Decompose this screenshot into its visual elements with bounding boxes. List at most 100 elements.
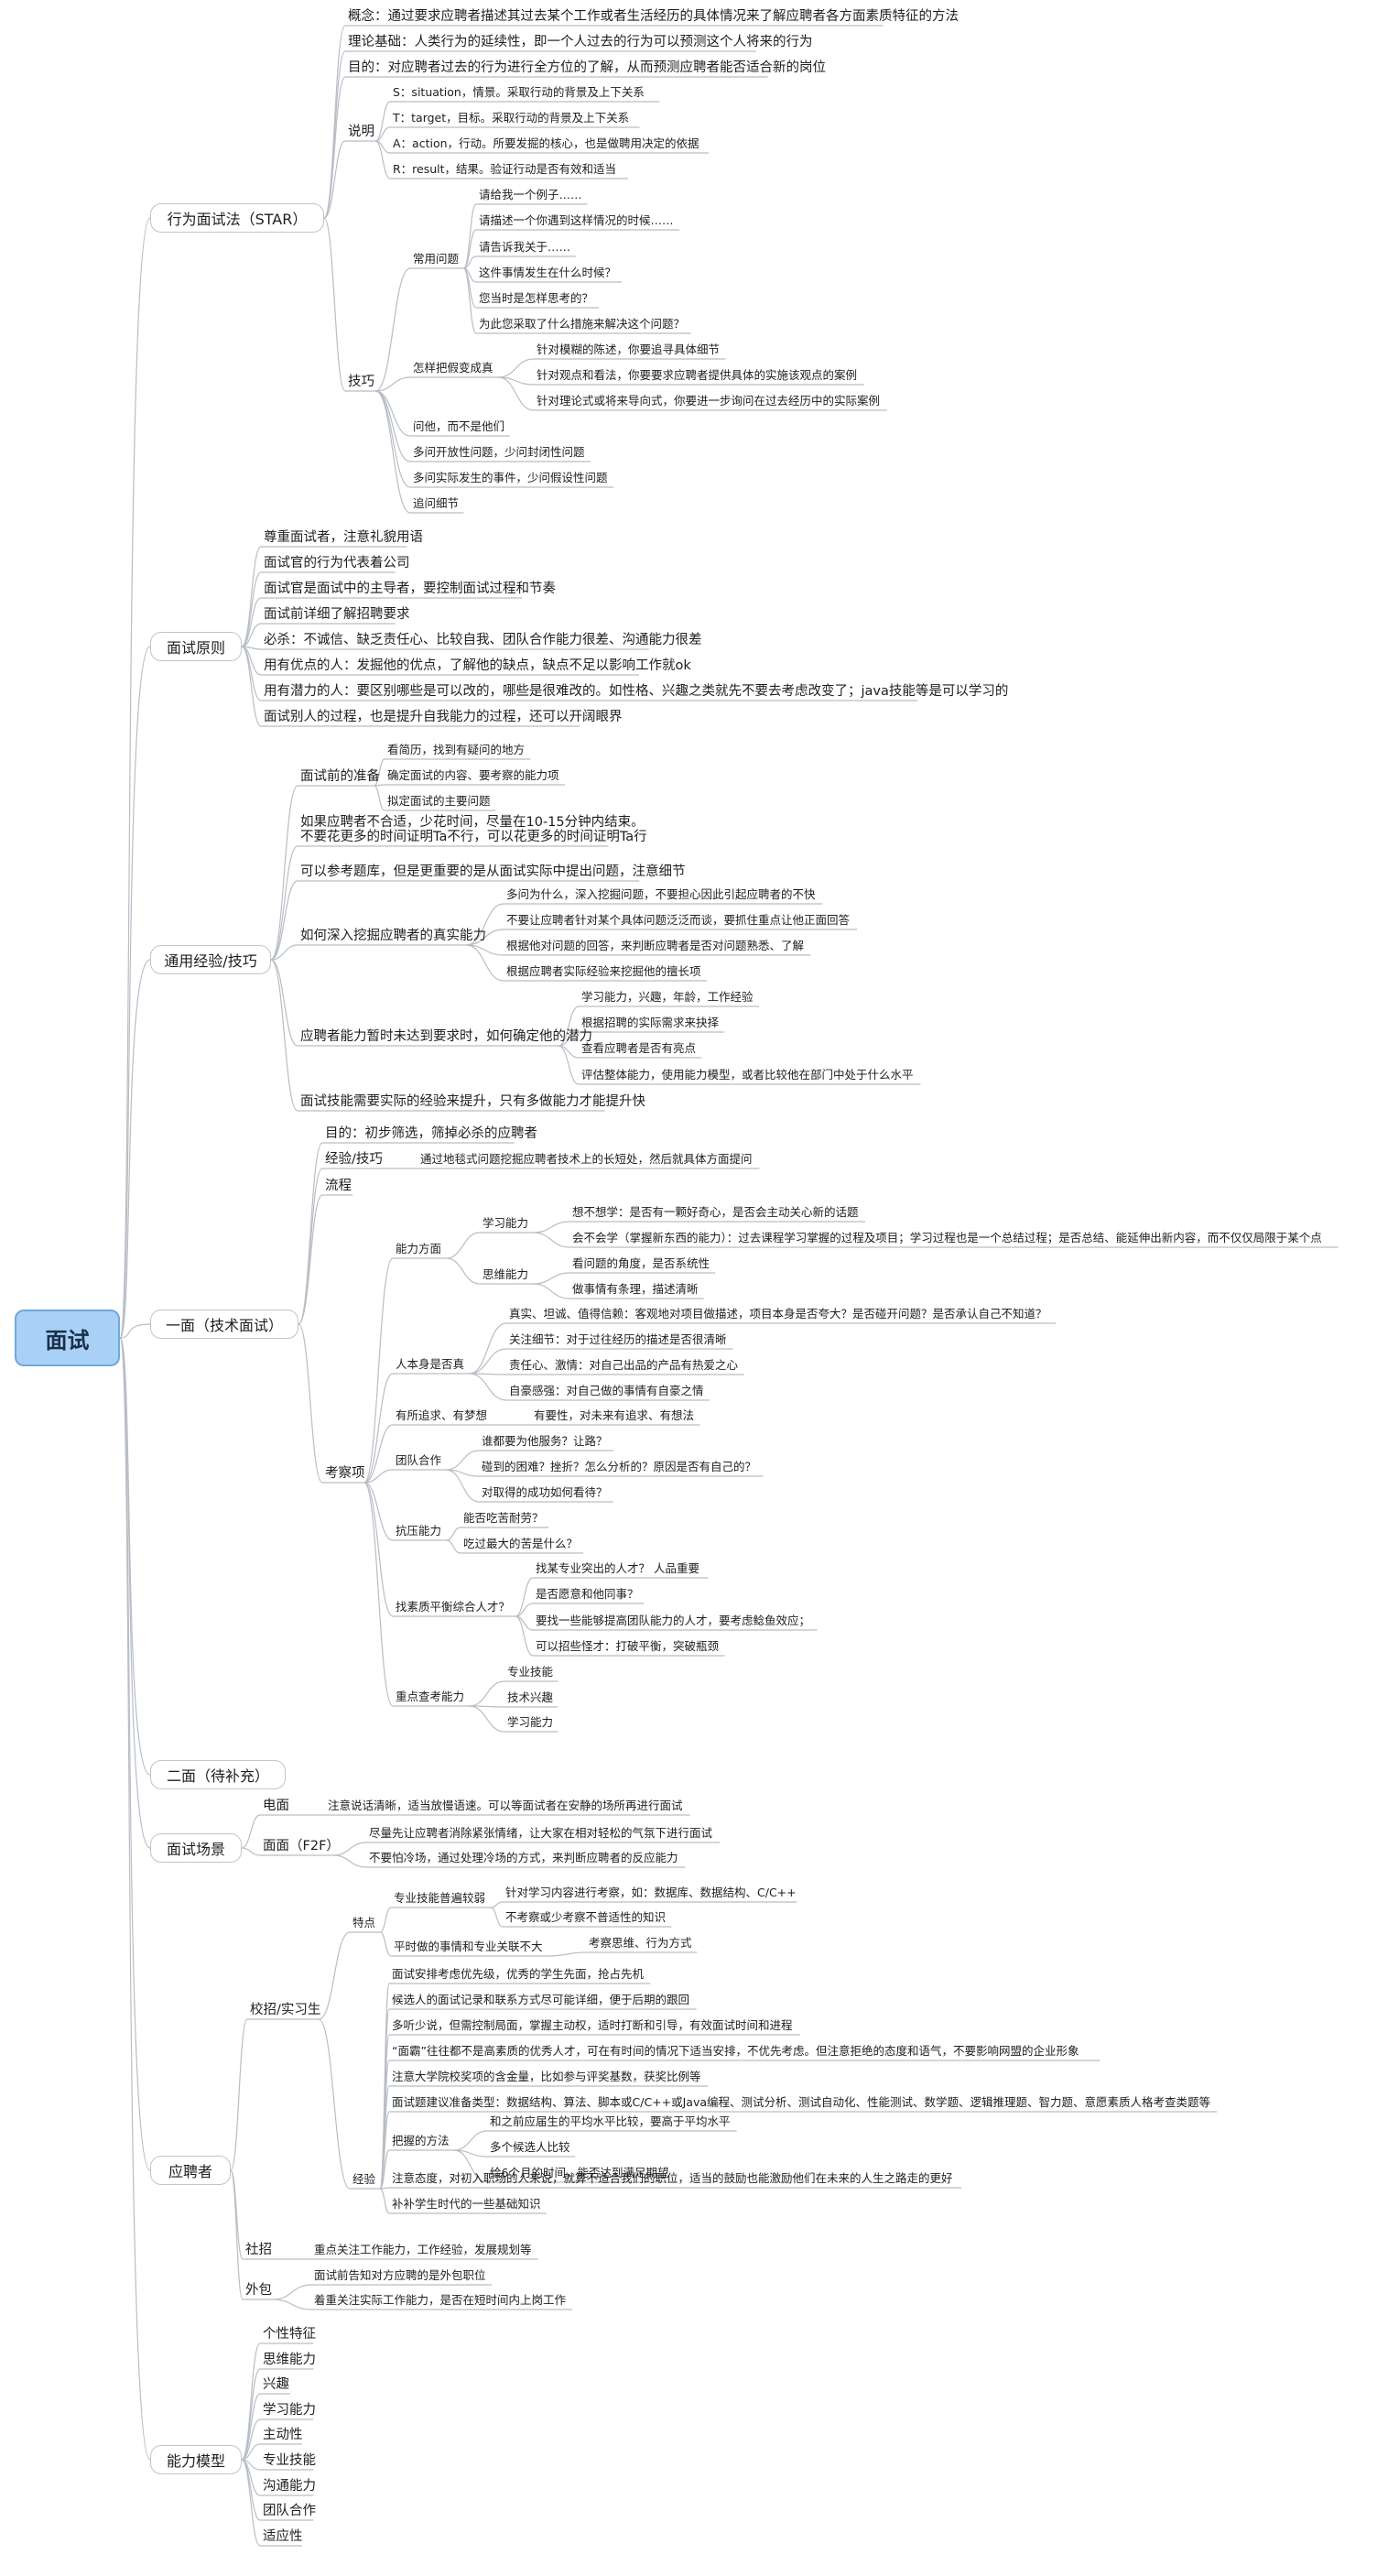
mind-map-node-level-4: 请描述一个你遇到这样情况的时候……: [479, 213, 674, 227]
mind-map-node-level-3: 不要怕冷场，通过处理冷场的方式，来判断应聘者的反应能力: [369, 1851, 678, 1864]
branch-topic: 通用经验/技巧: [150, 945, 271, 974]
branch-topic: 能力模型: [150, 2445, 242, 2474]
connector: [462, 229, 477, 269]
connector: [379, 2149, 390, 2190]
mind-map-node-level-4: 多听少说，但需控制局面，掌握主动权，适时打断和引导，有效面试时间和进程: [392, 2018, 793, 2032]
mind-map-node-level-2: 专业技能: [263, 2453, 316, 2468]
mind-map-node-level-5: 考察思维、行为方式: [589, 1936, 692, 1950]
mind-map-node-level-3: 根据他对问题的回答，来判断应聘者是否对问题熟悉、了解: [506, 939, 805, 952]
mind-map-node-level-2: 考察项: [325, 1466, 365, 1481]
connector: [363, 1482, 394, 1707]
mind-map-node-level-4: 找某专业突出的人才？ 人品重要: [536, 1561, 699, 1575]
connector: [273, 2284, 312, 2300]
connector: [453, 2130, 488, 2151]
mind-map-node-level-4: 要找一些能够提高团队能力的人才，要考虑鲶鱼效应；: [536, 1614, 811, 1627]
connector: [374, 390, 411, 514]
mind-map-node-level-3: 通过地毯式问题挖掘应聘者技术上的长短处，然后就具体方面提问: [420, 1152, 753, 1166]
connector: [241, 597, 262, 647]
connector: [515, 1615, 534, 1631]
connector: [469, 1705, 505, 1708]
mind-map-node-level-4: 是否愿意和他同事？: [536, 1587, 639, 1601]
mind-map-node-level-3: 拟定面试的主要问题: [387, 794, 491, 808]
mind-map-node-level-2: 个性特征: [263, 2327, 316, 2342]
connector: [469, 1348, 507, 1375]
mind-map-node-level-3: 看简历，找到有疑问的地方: [387, 743, 526, 756]
mind-map-node-level-2: 社招: [245, 2243, 272, 2257]
mind-map-node-level-5: 做事情有条理，描述清晰: [572, 1282, 699, 1296]
mind-map-node-level-3: 重点关注工作能力，工作经验，发展规划等: [314, 2243, 532, 2256]
mind-map-node-level-2: 技巧: [348, 375, 374, 389]
mind-map-node-level-2: 面试别人的过程，也是提升自我能力的过程，还可以开阔眼界: [264, 710, 623, 724]
branch-topic: 面试场景: [150, 1833, 242, 1863]
connector: [270, 959, 298, 1112]
branch-topic: 应聘者: [150, 2156, 231, 2185]
connector: [270, 785, 298, 961]
mind-map-node-level-4: 能否吃苦耐劳？: [463, 1511, 544, 1525]
connector: [375, 390, 411, 462]
connector: [462, 267, 477, 334]
mind-map-node-level-4: 思维能力: [483, 1267, 529, 1281]
connector: [498, 358, 535, 378]
mind-map-node-level-3: 团队合作: [396, 1453, 442, 1467]
mind-map-node-level-3: 尽量先让应聘者消除紧张情绪，让大家在相对轻松的气氛下进行面试: [369, 1826, 713, 1840]
connector: [298, 1323, 323, 1484]
mind-map-node-level-2: 流程: [325, 1179, 352, 1193]
connector: [119, 959, 151, 1339]
connector: [515, 1603, 534, 1617]
mind-map-node-level-3: 追问细节: [413, 496, 460, 510]
mind-map-node-level-4: 谁都要为他服务？让路？: [482, 1434, 608, 1448]
connector: [332, 1854, 367, 1868]
connector: [379, 2188, 390, 2214]
connector: [375, 376, 411, 392]
connector: [318, 2018, 351, 2190]
branch-topic: 二面（待补充）: [150, 1760, 286, 1789]
mind-map-node-level-3: 能力方面: [396, 1242, 442, 1255]
mind-map-node-level-2: 必杀：不诚信、缺乏责任心、比较自我、团队合作能力很差、沟通能力很差: [264, 633, 702, 647]
connector: [241, 2443, 261, 2461]
connector: [241, 2459, 261, 2496]
connector: [270, 959, 298, 1047]
mind-map-node-level-5: 针对学习内容进行考察，如：数据库、数据结构、C/C++: [505, 1886, 797, 1899]
mind-map-node-level-4: 吃过最大的苦是什么？: [463, 1537, 579, 1550]
connector: [119, 1337, 151, 2171]
connector: [241, 1814, 261, 1849]
mind-map-node-level-5: 给6个月的时间，能否达到满足期望: [490, 2166, 669, 2179]
connector: [119, 1323, 151, 1339]
mind-map-node-level-4: 候选人的面试记录和联系方式尽可能详细，便于后期的跟回: [392, 1993, 690, 2006]
connector: [241, 646, 262, 650]
mind-map-node-level-3: 多问开放性问题，少问封闭性问题: [413, 445, 585, 459]
mind-map-node-level-2: 学习能力: [263, 2403, 316, 2418]
mind-map-node-level-3: 特点: [352, 1916, 376, 1929]
connector: [119, 217, 151, 1339]
mind-map-node-level-2: 目的：对应聘者过去的行为进行全方位的了解，从而预测应聘者能否适合新的岗位: [348, 60, 826, 75]
mind-map-node-level-2: 面试官的行为代表着公司: [264, 556, 410, 571]
mind-map-node-level-4: 针对理论式或将来导向式，你要进一步询问在过去经历中的实际案例: [537, 394, 881, 408]
mind-map-node-level-5: 不考察或少考察不普适性的知识: [505, 1910, 667, 1924]
mind-map-node-level-4: 技术兴趣: [507, 1690, 554, 1704]
connector: [363, 1482, 394, 1617]
mind-map-node-level-3: A：action，行动。所要发掘的核心，也是做聘用决定的依据: [393, 136, 699, 150]
mind-map-node-level-4: 专业技能普遍较弱: [394, 1891, 486, 1905]
mind-map-node-level-3: 注意说话清晰，适当放慢语速。可以等面试者在安静的场所再进行面试: [328, 1799, 683, 1812]
mind-map-node-level-2: 兴趣: [263, 2377, 289, 2392]
mind-map-node-level-3: 不要让应聘者针对某个具体问题泛泛而谈，要抓住重点让他正面回答: [506, 913, 851, 927]
mind-map-node-level-2: 面试前详细了解招聘要求: [264, 607, 410, 622]
connector: [490, 1901, 504, 1908]
connector: [462, 267, 477, 309]
mind-map-node-level-3: 根据应聘者实际经验来挖掘他的擅长项: [506, 964, 701, 978]
connector: [466, 944, 504, 956]
mind-map-node-level-2: 经验/技巧: [325, 1152, 383, 1167]
mind-map-node-level-3: T：target，目标。采取行动的背景及上下关系: [393, 111, 630, 125]
mind-map-node-level-4: 请给我一个例子……: [479, 188, 582, 201]
connector: [446, 1469, 480, 1503]
mind-map-node-level-5: 和之前应届生的平均水平比较，要高于平均水平: [490, 2114, 731, 2128]
mind-map-node-level-4: 学习能力: [483, 1216, 529, 1230]
connector: [323, 76, 346, 219]
connector: [241, 2459, 261, 2471]
connector: [446, 1450, 480, 1471]
mind-map-node-level-4: 学习能力: [507, 1715, 554, 1729]
mind-map-node-level-5: 想不想学：是否有一颗好奇心，是否会主动关心新的话题: [572, 1205, 859, 1219]
connector: [453, 2149, 488, 2158]
connector: [323, 25, 346, 219]
connector: [241, 646, 262, 727]
